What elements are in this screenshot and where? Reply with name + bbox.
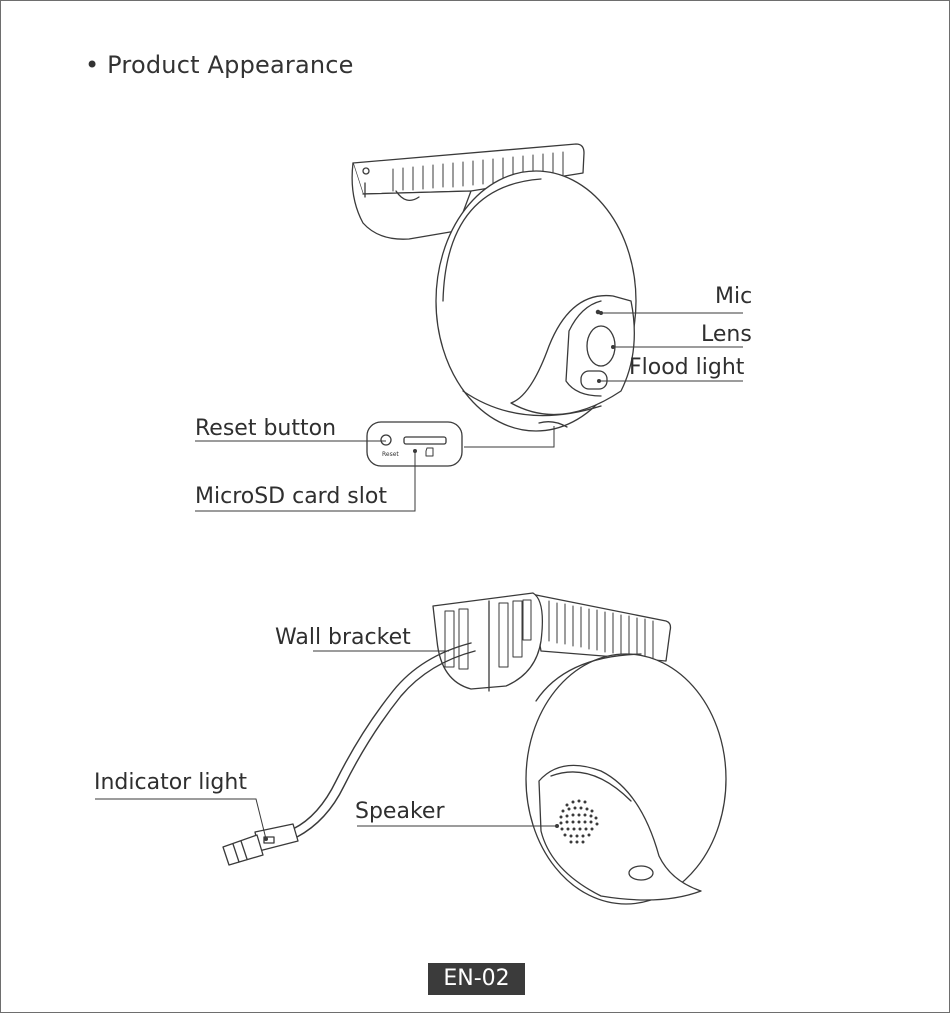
label-wall-bracket: Wall bracket [275, 627, 411, 649]
reset-tiny-label: Reset [382, 451, 399, 458]
page-number-badge: EN-02 [428, 963, 525, 995]
label-speaker: Speaker [355, 801, 444, 823]
label-reset-button: Reset button [195, 418, 336, 440]
label-flood-light: Flood light [629, 357, 744, 379]
label-lens: Lens [701, 324, 752, 346]
top-camera-drawing [352, 144, 636, 431]
label-mic: Mic [715, 286, 752, 308]
label-microsd-slot: MicroSD card slot [195, 486, 387, 508]
label-indicator-light: Indicator light [94, 772, 247, 794]
